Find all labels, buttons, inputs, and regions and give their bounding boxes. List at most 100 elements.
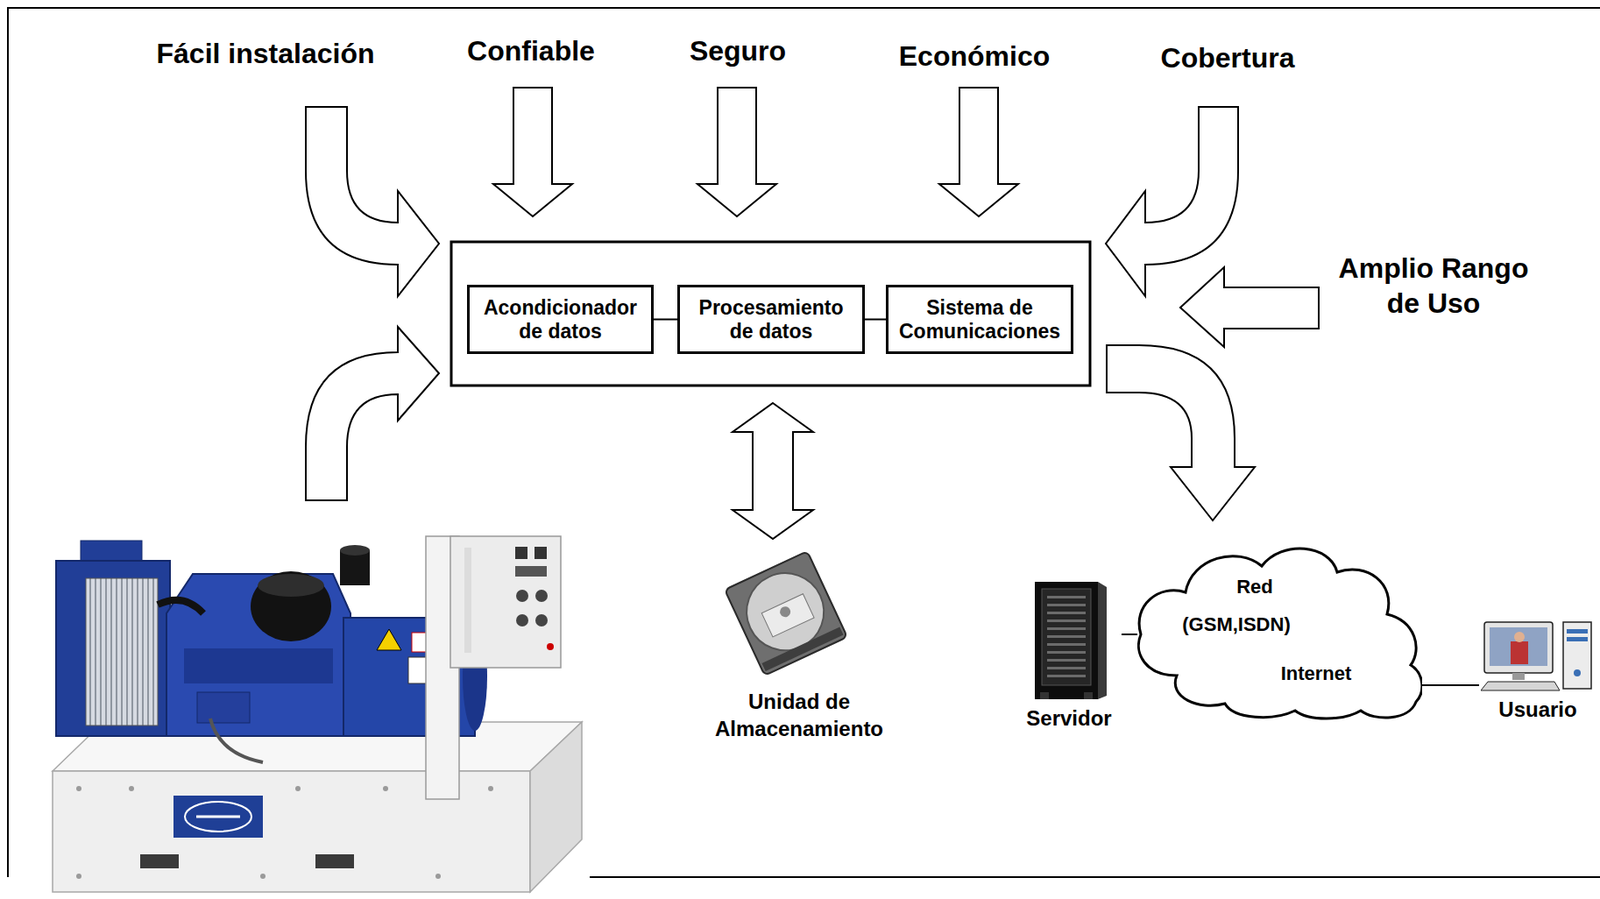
power-button [1573, 669, 1581, 677]
curved-arrow [305, 106, 439, 297]
monitor-stand [1512, 672, 1525, 680]
control-panel [450, 536, 561, 668]
label-holder: Confiable [425, 35, 637, 68]
label-holder: Fácil instalación [125, 37, 406, 71]
system-box [451, 241, 1091, 386]
logo-plate [173, 795, 263, 838]
feature-label: Confiable [425, 35, 637, 68]
connector-line [1121, 633, 1138, 636]
keyboard [1480, 681, 1560, 691]
panel-knob [535, 589, 548, 602]
process-box: Sistema de Comunicaciones [885, 284, 1074, 354]
node-label: (GSM,ISDN) [1161, 613, 1311, 637]
cloud-text-holder: Red [1180, 575, 1330, 599]
down-arrow [939, 87, 1019, 217]
label-holder: Económico [869, 40, 1080, 73]
feature-label: Seguro [650, 35, 826, 68]
block-arrows [305, 87, 1319, 539]
label-holder: Seguro [650, 35, 826, 68]
disk-edge [761, 627, 843, 672]
label-holder: Unidad de Almacenamiento [693, 687, 905, 743]
frame-line [589, 876, 1600, 878]
drive-bay [1566, 637, 1588, 642]
engine-detail [184, 648, 333, 684]
panel-knob [516, 614, 529, 627]
generator-illustration [52, 536, 582, 893]
panel-display [515, 566, 547, 577]
curved-arrow [1106, 345, 1255, 521]
server-body [1034, 581, 1098, 700]
drive-bay [1566, 629, 1588, 634]
logo-ring [184, 801, 252, 832]
disk-sticker [761, 594, 815, 638]
tower [1563, 622, 1592, 689]
curved-arrow [1105, 106, 1239, 297]
monitor [1484, 622, 1553, 673]
engine-detail [197, 692, 250, 723]
panel-hinge [464, 547, 472, 653]
server-icon [1027, 580, 1112, 703]
server-front [1041, 588, 1091, 686]
feature-label: Cobertura [1122, 42, 1333, 75]
radiator-frame [56, 560, 170, 737]
skid-slot [140, 854, 179, 869]
exhaust-top [339, 545, 370, 556]
hose [157, 600, 204, 614]
disk-platter [734, 560, 837, 664]
box-text: Procesamiento de datos [685, 296, 857, 344]
cloud-text-holder: (GSM,ISDN) [1161, 613, 1311, 637]
disk-body [724, 551, 848, 676]
air-filter-top [257, 573, 325, 597]
screen-figure [1514, 631, 1525, 643]
label-holder: Cobertura [1122, 42, 1333, 75]
panel-knob [535, 614, 548, 627]
storage-label: Unidad de Almacenamiento [693, 687, 905, 743]
feature-label: Económico [869, 40, 1080, 73]
box-text: Acondicionador de datos [474, 296, 646, 344]
network-cloud: Red (GSM,ISDN) Internet [1137, 535, 1423, 722]
left-arrow [1180, 267, 1319, 347]
panel-knob [516, 589, 529, 602]
hard-disk-icon [724, 551, 848, 676]
node-label: Red [1180, 575, 1330, 599]
screen [1489, 627, 1548, 666]
node-label: Usuario [1479, 697, 1597, 723]
box-text: Sistema de Comunicaciones [893, 296, 1066, 344]
disk-spindle [778, 604, 793, 619]
cloud-outline [1138, 548, 1422, 719]
connector-line [653, 318, 678, 321]
skid-side [530, 722, 582, 893]
logo-bar [196, 815, 241, 819]
down-arrow [493, 87, 573, 217]
panel-meter [515, 546, 528, 560]
panel-button [546, 643, 554, 651]
label-holder: Amplio Rango de Uso [1319, 250, 1548, 321]
server-side [1097, 581, 1107, 700]
connector-line [864, 318, 886, 321]
node-label: Internet [1241, 662, 1391, 686]
process-box: Procesamiento de datos [677, 284, 865, 354]
feature-label: Amplio Rango de Uso [1319, 250, 1548, 321]
screen-figure [1510, 641, 1529, 665]
double-arrow [732, 403, 814, 539]
panel-meter [534, 546, 547, 560]
cloud-text-holder: Internet [1241, 662, 1391, 686]
server-foot [1083, 692, 1093, 700]
down-arrow [697, 87, 777, 217]
server-slots [1047, 595, 1086, 678]
feature-label: Fácil instalación [125, 37, 406, 71]
server-node: Servidor [1016, 580, 1122, 731]
air-filter [250, 571, 332, 642]
user-node: Usuario [1479, 620, 1597, 723]
server-foot [1040, 692, 1049, 700]
process-box: Acondicionador de datos [467, 284, 654, 354]
node-label: Servidor [1016, 706, 1122, 731]
computer-icon [1480, 620, 1595, 694]
warning-sign [376, 629, 402, 651]
pipe [210, 718, 263, 763]
curved-arrow [305, 326, 439, 501]
skid-slot [315, 854, 354, 869]
